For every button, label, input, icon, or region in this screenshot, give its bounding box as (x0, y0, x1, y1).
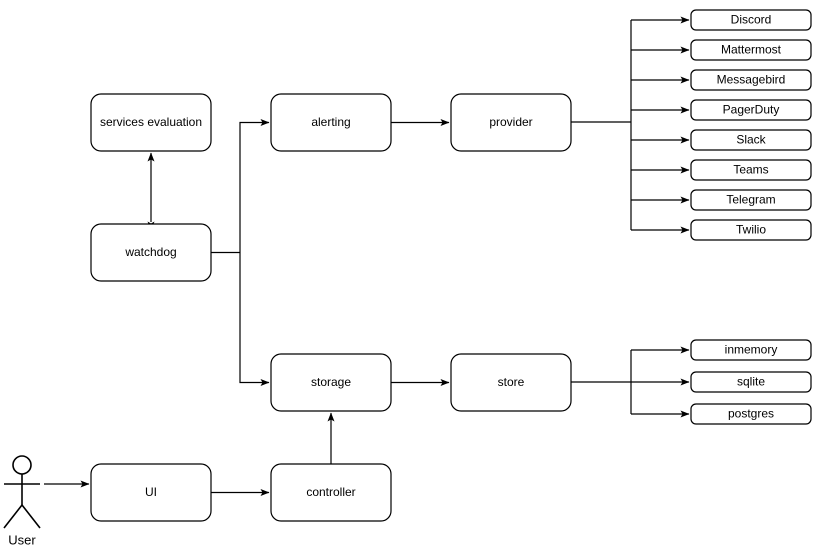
leaf-pagerduty-label: PagerDuty (723, 103, 780, 117)
leaf-sqlite-box (690, 371, 812, 393)
leaf-twilio[interactable]: Twilio (690, 219, 812, 241)
node-controller-label: controller (306, 485, 355, 499)
leaf-postgres[interactable]: postgres (690, 403, 812, 425)
leaf-twilio-label: Twilio (736, 223, 766, 237)
leaf-mattermost[interactable]: Mattermost (690, 39, 812, 61)
leaf-pagerduty-box (690, 99, 812, 121)
node-ui[interactable]: UI (90, 463, 212, 522)
node-watchdog-box (90, 223, 212, 282)
leaf-telegram-box (690, 189, 812, 211)
actor-label: User (8, 532, 36, 547)
node-alerting[interactable]: alerting (270, 93, 392, 152)
leaf-discord[interactable]: Discord (690, 9, 812, 31)
leaf-messagebird-label: Messagebird (717, 73, 786, 87)
leaves-layer: DiscordMattermostMessagebirdPagerDutySla… (690, 9, 812, 425)
leaf-discord-box (690, 9, 812, 31)
node-ui-box (90, 463, 212, 522)
nodes-layer: services evaluation watchdog alerting provi… (90, 93, 572, 522)
node-provider[interactable]: provider (450, 93, 572, 152)
actor-layer: User (3, 455, 41, 547)
leaf-slack-box (690, 129, 812, 151)
node-ui-label: UI (145, 485, 157, 499)
node-watchdog-label: watchdog (124, 245, 176, 259)
leaf-postgres-box (690, 403, 812, 425)
node-provider-box (450, 93, 572, 152)
leaf-telegram[interactable]: Telegram (690, 189, 812, 211)
leaf-pagerduty[interactable]: PagerDuty (690, 99, 812, 121)
edge-watchdog-storage (239, 252, 270, 386)
actor-legs-icon (3, 504, 41, 529)
node-store-box (450, 353, 572, 412)
node-alerting-box (270, 93, 392, 152)
node-storage[interactable]: storage (270, 353, 392, 412)
node-controller[interactable]: controller (270, 463, 392, 522)
leaf-messagebird-box (690, 69, 812, 91)
leaf-twilio-box (690, 219, 812, 241)
node-watchdog[interactable]: watchdog (90, 223, 212, 282)
leaf-inmemory-box (690, 339, 812, 361)
leaf-teams-box (690, 159, 812, 181)
node-services-evaluation-box (90, 93, 212, 152)
leaf-sqlite[interactable]: sqlite (690, 371, 812, 393)
node-services-evaluation-label: services evaluation (100, 115, 202, 129)
leaf-slack[interactable]: Slack (690, 129, 812, 151)
leaf-inmemory-label: inmemory (725, 343, 778, 357)
leaf-teams-label: Teams (733, 163, 768, 177)
actor-head-icon (12, 455, 32, 475)
leaf-messagebird[interactable]: Messagebird (690, 69, 812, 91)
leaf-mattermost-label: Mattermost (721, 43, 782, 57)
leaf-inmemory[interactable]: inmemory (690, 339, 812, 361)
edge-watchdog-alerting (239, 119, 270, 253)
node-provider-label: provider (489, 115, 532, 129)
node-store-label: store (498, 375, 525, 389)
leaf-discord-label: Discord (731, 13, 772, 27)
leaf-slack-label: Slack (736, 133, 766, 147)
leaf-postgres-label: postgres (728, 407, 774, 421)
user-actor[interactable]: User (3, 455, 41, 547)
node-storage-box (270, 353, 392, 412)
node-store[interactable]: store (450, 353, 572, 412)
leaf-mattermost-box (690, 39, 812, 61)
node-storage-label: storage (311, 375, 351, 389)
leaf-sqlite-label: sqlite (737, 375, 765, 389)
node-controller-box (270, 463, 392, 522)
leaf-telegram-label: Telegram (726, 193, 775, 207)
leaf-teams[interactable]: Teams (690, 159, 812, 181)
node-alerting-label: alerting (311, 115, 350, 129)
node-services-evaluation[interactable]: services evaluation (90, 93, 212, 152)
edges-layer (44, 16, 690, 496)
